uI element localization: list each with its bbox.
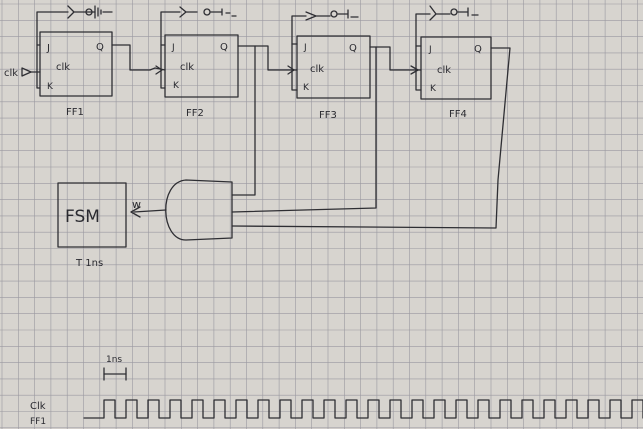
and-output-wire (133, 209, 167, 213)
ff3-jk-wire (291, 43, 298, 91)
ff1-vcc-symbol (94, 5, 113, 19)
fsm-caption: T 1ns (75, 258, 103, 269)
ff2-j-pin-label: J (171, 43, 175, 53)
ff3-clk-pin-label: clk (310, 64, 324, 75)
clock-waveform (83, 399, 643, 419)
ff3-tie-wire (291, 15, 307, 45)
ff2-clk-arrow (155, 65, 163, 75)
ff4-vcc-wire (429, 5, 451, 21)
ff4-q-pin-label: Q (474, 44, 482, 55)
flip-flop-1: J clk K Q FF1 (39, 31, 113, 118)
ff1-q-pin-label: Q (96, 42, 104, 53)
ff2-k-pin-label: K (173, 81, 180, 91)
ff3-clk-arrow (287, 65, 295, 75)
ff4-k-pin-label: K (430, 84, 437, 94)
clock-input-label: clk (4, 68, 18, 79)
wiring (36, 5, 511, 229)
ff3-vcc-wire (305, 11, 331, 21)
ff1-j-pin-label: J (46, 43, 50, 54)
and-output-label: w (132, 198, 141, 211)
ff3-q-to-and-wire (231, 46, 377, 213)
flip-flop-4: J clk K Q FF4 (420, 36, 492, 120)
ff4-j-pin-label: J (428, 45, 432, 55)
fsm-label: FSM (65, 207, 100, 227)
ff2-name: FF2 (186, 108, 204, 119)
ff4-tie-wire (415, 13, 431, 47)
flip-flop-2: J clk K Q FF2 (164, 34, 239, 119)
ff2-vcc-wire (179, 6, 198, 18)
ff1-q-to-ff2-clk-wire (111, 44, 166, 71)
clk-signal-label: Clk (30, 401, 46, 412)
ff1-clk-pin-label: clk (56, 62, 70, 73)
ff2-tie-wire (160, 11, 181, 46)
ff4-jk-wire (415, 45, 422, 91)
period-ticks (103, 367, 127, 381)
ff2-q-pin-label: Q (220, 42, 228, 53)
ff3-k-pin-label: K (303, 83, 310, 93)
ff3-ground-symbol (337, 9, 359, 19)
ff4-q-to-and-wire (231, 47, 511, 229)
and-gate: w (130, 179, 233, 241)
clock-input: clk (4, 67, 41, 79)
flip-flop-row: J clk K Q FF1 J clk K Q FF2 J clk K Q FF… (39, 31, 492, 121)
ff3-q-to-ff4-clk-wire (369, 46, 422, 71)
ff4-clk-pin-label: clk (437, 65, 451, 76)
ff2-ground-symbol (210, 8, 237, 17)
ff3-q-pin-label: Q (349, 43, 357, 54)
ff2-clk-pin-label: clk (180, 62, 194, 73)
fsm-block: FSM T 1ns (57, 182, 127, 269)
ff1-signal-label: FF1 (30, 417, 46, 427)
ff4-name: FF4 (449, 109, 467, 120)
ff3-j-pin-label: J (303, 43, 307, 53)
ff3-name: FF3 (319, 110, 337, 121)
ff1-pullup-node (85, 8, 93, 16)
and-output-arrow (130, 206, 141, 218)
ff4-ground-symbol (457, 7, 479, 17)
ff4-clk-arrow (410, 65, 419, 75)
timing-diagram: 1ns Clk FF1 (30, 355, 643, 427)
ff1-tie-wire (36, 11, 69, 46)
ff1-name: FF1 (66, 107, 84, 118)
period-label: 1ns (106, 355, 122, 365)
ff2-q-to-and-wire (231, 45, 256, 196)
ff1-jk-wire (36, 44, 41, 89)
flip-flop-3: J clk K Q FF3 (296, 35, 371, 121)
ff1-vcc-wire (67, 5, 96, 19)
ff1-k-pin-label: K (47, 82, 54, 92)
ff2-jk-wire (160, 44, 166, 89)
